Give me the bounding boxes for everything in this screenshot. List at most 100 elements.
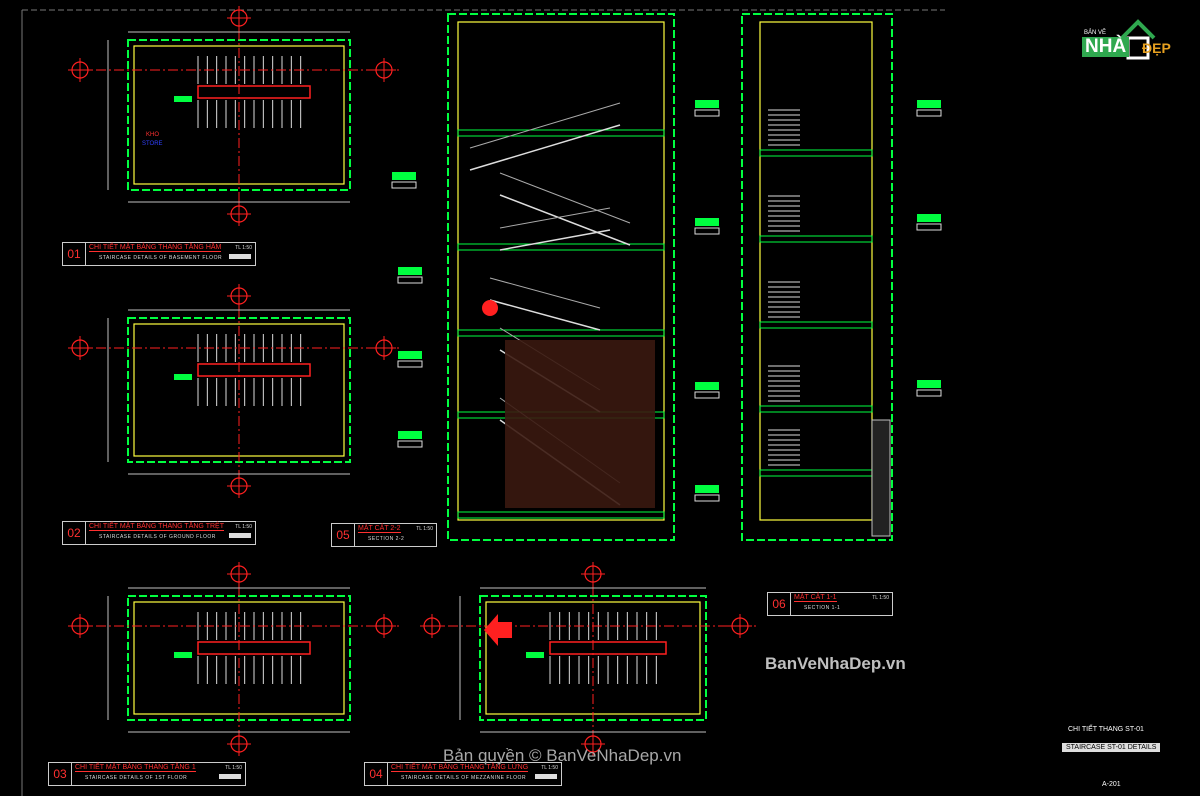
title-block-05: 05 MẶT CẮT 2-2 SECTION 2-2 TL 1:50 [331, 523, 437, 547]
section-outline [447, 13, 675, 541]
level-tag [916, 380, 942, 397]
floor-slab [759, 321, 873, 329]
level-tag [694, 485, 720, 502]
view-number: 04 [365, 763, 388, 785]
level-tag [694, 382, 720, 399]
view-number: 03 [49, 763, 72, 785]
title-block-04: 04 CHI TIẾT MẶT BẰNG THANG TẦNG LỬNG STA… [364, 762, 562, 786]
floor-slab [457, 329, 665, 337]
grid-bubble-icon [372, 614, 396, 638]
floor-slab [759, 405, 873, 413]
grid-bubble-icon [227, 284, 251, 308]
plan-first-floor [68, 562, 400, 756]
level-tag [694, 218, 720, 235]
section-outline [741, 13, 893, 541]
grid-bubble-icon [372, 58, 396, 82]
level-tag [397, 267, 423, 284]
grid-bubble-icon [68, 614, 92, 638]
grid-bubble-icon [420, 614, 444, 638]
floor-slab [457, 243, 665, 251]
floor-slab [759, 235, 873, 243]
handrail [197, 641, 311, 655]
grid-bubble-icon [581, 562, 605, 586]
view-subtitle: STAIRCASE DETAILS OF MEZZANINE FLOOR [401, 775, 527, 781]
view-subtitle: STAIRCASE DETAILS OF 1ST FLOOR [85, 775, 188, 781]
handrail [549, 641, 667, 655]
view-title: MẶT CẮT 2-2 [358, 525, 401, 533]
direction-arrow-icon [484, 614, 512, 646]
plan-ground [68, 284, 400, 498]
view-subtitle: SECTION 1-1 [804, 605, 841, 611]
view-scale: TL 1:50 [416, 526, 433, 532]
level-marker [174, 96, 192, 102]
brick-hatch [505, 340, 655, 508]
scale-bar [219, 774, 241, 779]
title-block-02: 02 CHI TIẾT MẶT BẰNG THANG TẦNG TRỆT STA… [62, 521, 256, 545]
level-marker [526, 652, 544, 658]
floor-slab [759, 149, 873, 157]
floor-plans [68, 6, 756, 756]
sheet-title-vn: CHI TIẾT THANG ST-01 [1068, 726, 1144, 733]
view-subtitle: STAIRCASE DETAILS OF GROUND FLOOR [99, 534, 216, 540]
level-tag [391, 172, 417, 189]
logo: BẢN VẼ NHÀ ĐẸP [1078, 12, 1190, 66]
section-1-1 [741, 13, 893, 541]
floor-slab [457, 129, 665, 137]
sections [391, 13, 942, 541]
watermark-copyright: Bản quyền © BanVeNhaDep.vn [443, 746, 682, 765]
grid-bubble-icon [581, 732, 605, 756]
view-scale: TL 1:50 [225, 765, 242, 771]
plan-basement [68, 6, 400, 226]
scale-bar [229, 254, 251, 259]
view-subtitle: STAIRCASE DETAILS OF BASEMENT FLOOR [99, 255, 223, 261]
stair-flight [489, 299, 601, 331]
stair-flight [499, 194, 631, 246]
level-tag [916, 100, 942, 117]
level-marker [174, 374, 192, 380]
title-block-03: 03 CHI TIẾT MẶT BẰNG THANG TẦNG 1 STAIRC… [48, 762, 246, 786]
floor-slab [759, 469, 873, 477]
level-tag [916, 214, 942, 231]
grid-bubble-icon [68, 336, 92, 360]
view-number: 05 [332, 524, 355, 546]
view-title: CHI TIẾT MẶT BẰNG THANG TẦNG TRỆT [89, 523, 224, 531]
view-title: MẶT CẮT 1-1 [794, 594, 837, 602]
title-block-01: 01 CHI TIẾT MẶT BẰNG THANG TẦNG HẦM STAI… [62, 242, 256, 266]
grid-bubble-icon [227, 474, 251, 498]
view-title: CHI TIẾT MẶT BẰNG THANG TẦNG LỬNG [391, 764, 529, 772]
room-label-vn: KHO [146, 132, 160, 138]
handrail [197, 85, 311, 99]
section-marker-icon [482, 300, 498, 316]
sheet-number: A-201 [1102, 781, 1121, 788]
railing [489, 277, 601, 309]
scale-bar [535, 774, 557, 779]
view-scale: TL 1:50 [872, 595, 889, 601]
view-number: 01 [63, 243, 86, 265]
title-block-06: 06 MẶT CẮT 1-1 SECTION 1-1 TL 1:50 [767, 592, 893, 616]
view-scale: TL 1:50 [541, 765, 558, 771]
view-title: CHI TIẾT MẶT BẰNG THANG TẦNG 1 [75, 764, 196, 772]
level-tag [397, 351, 423, 368]
level-tag [694, 100, 720, 117]
stair-flight [469, 124, 621, 171]
grid-bubble-icon [227, 732, 251, 756]
view-number: 02 [63, 522, 86, 544]
view-title: CHI TIẾT MẶT BẰNG THANG TẦNG HẦM [89, 244, 222, 252]
logo-line1: BẢN VẼ [1084, 30, 1107, 36]
railing [499, 172, 631, 224]
grid-bubble-icon [68, 58, 92, 82]
grid-bubble-icon [227, 202, 251, 226]
view-scale: TL 1:50 [235, 245, 252, 251]
view-subtitle: SECTION 2-2 [368, 536, 405, 542]
handrail [197, 363, 311, 377]
view-number: 06 [768, 593, 791, 615]
section-2-2 [447, 13, 675, 541]
section-inner [457, 21, 665, 521]
grid-bubble-icon [227, 562, 251, 586]
railing [469, 102, 621, 149]
room-label-en: STORE [142, 141, 163, 147]
logo-line3: ĐẸP [1142, 40, 1171, 56]
stair-flight [499, 229, 611, 251]
foundation-hatch [871, 419, 891, 537]
